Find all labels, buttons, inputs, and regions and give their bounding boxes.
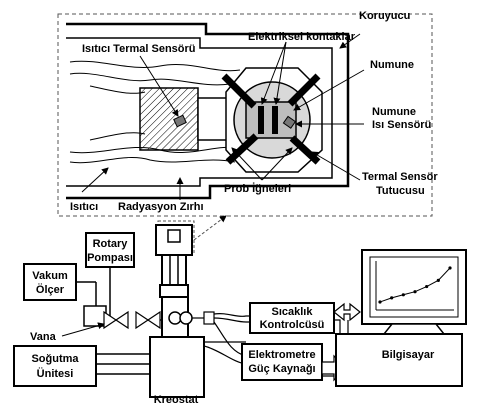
computer-case (335, 333, 463, 387)
probe-needle-1 (221, 73, 257, 109)
heater-thermal-sensor (173, 114, 187, 128)
label-thermal-sensor-holder-2: Tutucusu (376, 185, 425, 197)
label-heater: Isıtıcı (70, 201, 98, 213)
label-vacuum-1: Vakum (32, 270, 68, 282)
monitor-plot-point (413, 290, 417, 294)
label-temp-controller-1: Sıcaklık (272, 306, 314, 318)
monitor-plot-point (401, 293, 405, 297)
cryostat-base (149, 336, 205, 398)
label-rotary-1: Rotary (93, 238, 129, 250)
vacuum-gauge-box (23, 263, 77, 301)
label-heater-thermal-sensor: Isıtıcı Termal Sensörü (82, 43, 196, 55)
monitor-plot-point (436, 278, 440, 282)
label-cooling-1: Soğutma (31, 353, 79, 365)
label-cooling-2: Ünitesi (37, 367, 74, 380)
monitor-plot-point (448, 266, 452, 270)
label-temp-controller-2: Kontrolcüsü (260, 319, 325, 331)
system-schematic: Rotary Pompası Vakum Ölçer Vana Soğutma … (13, 224, 467, 406)
label-cryostat: Kreostat (154, 394, 199, 406)
computer (335, 249, 467, 387)
label-rotary-2: Pompası (87, 252, 133, 264)
valve (103, 310, 161, 330)
heater-block (139, 87, 199, 151)
label-sample-heat-sensor-1: Numune (372, 106, 416, 118)
label-sample-heat-sensor-2: Isı Sensörü (372, 119, 431, 131)
monitor-plot (378, 266, 452, 304)
probe-needle-3 (225, 133, 259, 165)
monitor-plot-point (425, 284, 429, 289)
monitor-plot-point (390, 296, 394, 300)
cryostat (149, 224, 205, 398)
vacuum-sensor-head (83, 305, 107, 327)
label-electrical-contacts: Elektriksel kontaklar (248, 31, 356, 43)
radiation-shield-outline (66, 37, 333, 187)
label-vacuum-2: Ölçer (36, 283, 65, 296)
label-computer: Bilgisayar (382, 349, 435, 361)
probe-needle-2 (287, 73, 321, 107)
cooling-unit-box (13, 345, 97, 387)
monitor-plot-point (378, 300, 382, 304)
label-electrometer-2: Güç Kaynağı (248, 363, 315, 375)
detail-inset: Koruyucu Isıtıcı Termal Sensörü Elektrik… (57, 10, 438, 217)
label-thermal-sensor-holder-1: Termal Sensör (362, 171, 438, 183)
temperature-controller-box (249, 302, 335, 334)
label-sample: Numune (370, 59, 414, 71)
inset-leaders (81, 33, 365, 200)
sample-heat-sensor (282, 115, 297, 129)
label-electrometer-1: Elektrometre (248, 349, 315, 361)
monitor-screen (369, 256, 459, 318)
label-valve: Vana (30, 331, 57, 343)
contact-left (258, 106, 264, 134)
label-radiation-shield: Radyasyon Zırhı (118, 201, 204, 213)
electrometer-box (241, 343, 323, 381)
sample-holder (221, 67, 323, 173)
inset-dashed-frame (57, 13, 433, 217)
label-koruyucu: Koruyucu (359, 10, 410, 22)
heater-neck (197, 97, 229, 141)
contact-right (272, 106, 278, 134)
coolant-lines (96, 353, 152, 375)
label-probe-needles: Prob İğneleri (224, 182, 291, 195)
shield-outline (66, 22, 350, 200)
